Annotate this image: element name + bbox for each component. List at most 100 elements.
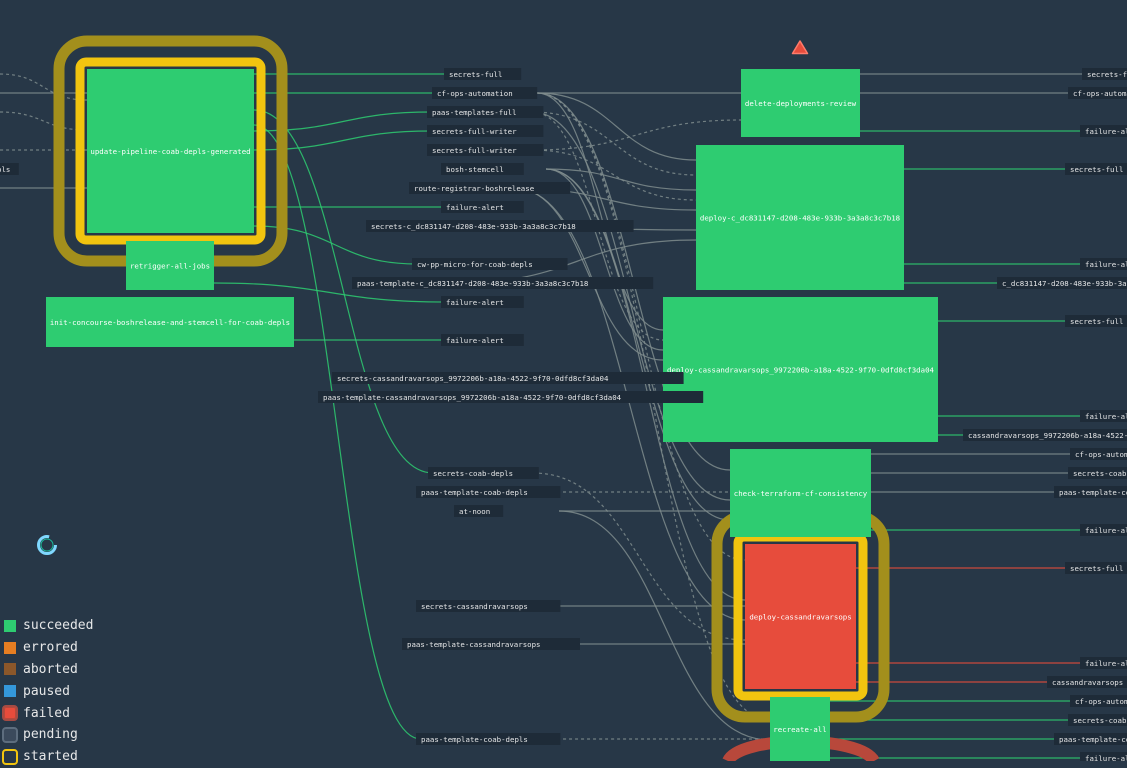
job-box[interactable]	[730, 449, 871, 537]
job-retrigger-all[interactable]: retrigger-all-jobs	[126, 241, 214, 290]
output-resource[interactable]: secrets-full	[1082, 68, 1127, 80]
legend-label: errored	[23, 640, 78, 656]
input-resource[interactable]: secrets-cassandravarsops	[416, 600, 561, 612]
output-resource[interactable]: paas-template-coab-depls	[1054, 486, 1127, 498]
input-resource[interactable]: paas-template-cassandravarsops	[402, 638, 580, 650]
input-resource[interactable]: bosh-stemcell	[441, 163, 524, 175]
resource-bg	[427, 106, 544, 118]
output-resource[interactable]: secrets-coab-depls	[1068, 467, 1127, 479]
resource-label: cf-ops-automation	[1073, 89, 1127, 98]
input-resource[interactable]: secrets-c_dc831147-d208-483e-933b-3a3a8c…	[366, 220, 634, 232]
input-resource[interactable]: secrets-full-writer	[427, 125, 544, 137]
job-deploy-cassandravarsops-id[interactable]: deploy-cassandravarsops_9972206b-a18a-45…	[663, 297, 938, 442]
job-recreate-all[interactable]: recreate-all	[770, 697, 830, 761]
resource-bg	[1070, 695, 1127, 707]
job-box[interactable]	[770, 697, 830, 761]
warning-triangle-icon[interactable]	[791, 40, 809, 55]
output-resource[interactable]: secrets-full	[1065, 562, 1127, 574]
resource-label: failure-alert	[446, 298, 504, 307]
pipeline-inputs: secrets-full cf-ops-automation paas-templa…	[0, 68, 704, 745]
job-label: update-pipeline-coab-depls-generated	[90, 147, 250, 156]
output-resource[interactable]: cf-ops-automation	[1070, 695, 1127, 707]
resource-bg	[1065, 163, 1127, 175]
resource-bg	[1080, 125, 1127, 137]
resource-bg	[427, 125, 544, 137]
job-box[interactable]	[663, 297, 938, 442]
job-label: deploy-cassandravarsops	[749, 613, 851, 622]
resource-bg	[416, 486, 561, 498]
job-box[interactable]	[46, 297, 294, 347]
resource-bg	[1080, 657, 1127, 669]
input-resource[interactable]: at-noon	[454, 505, 504, 517]
output-resource[interactable]: cassandravarsops	[1047, 676, 1127, 688]
legend-swatch	[2, 726, 18, 743]
output-resource[interactable]: secrets-coab-depls	[1068, 714, 1127, 726]
job-box[interactable]	[745, 544, 856, 689]
job-box[interactable]	[696, 145, 904, 290]
input-resource[interactable]: secrets-cassandravarsops_9972206b-a18a-4…	[332, 372, 684, 384]
resource-label: failure-alert	[1085, 526, 1127, 535]
output-resource[interactable]: failure-alert	[1080, 410, 1127, 422]
resource-bg	[454, 505, 504, 517]
output-resource[interactable]: cassandravarsops_9972206b-a18a-4522-9f70…	[963, 429, 1127, 441]
input-resource[interactable]: secrets-full	[444, 68, 522, 80]
job-delete-deployments[interactable]: delete-deployments-review	[741, 69, 860, 137]
output-resource[interactable]: failure-alert	[1080, 657, 1127, 669]
output-resource[interactable]: paas-template-coab-depls	[1054, 733, 1127, 745]
output-resource[interactable]: secrets-full	[1065, 315, 1127, 327]
job-init-concourse[interactable]: init-concourse-boshrelease-and-stemcell-…	[46, 297, 294, 347]
job-box[interactable]	[741, 69, 860, 137]
resource-label: secrets-coab-depls	[1073, 716, 1127, 725]
job-check-terraform[interactable]: check-terraform-cf-consistency	[730, 449, 871, 537]
output-resource[interactable]: cf-ops-automation	[1068, 87, 1127, 99]
output-resource[interactable]: failure-alert	[1080, 752, 1127, 761]
output-resource[interactable]: c_dc831147-d208-483e-933b-3a3a8c3c7b18	[997, 277, 1127, 289]
resource-label: pls	[0, 165, 10, 174]
output-resource[interactable]: failure-alert	[1080, 524, 1127, 536]
legend-swatch	[4, 641, 16, 654]
input-resource[interactable]: route-registrar-boshrelease	[409, 182, 571, 194]
output-resource[interactable]: cf-ops-automation	[1070, 448, 1127, 460]
input-resource[interactable]: secrets-coab-depls	[428, 467, 539, 479]
output-resource[interactable]: failure-alert	[1080, 258, 1127, 270]
output-resource[interactable]: failure-alert	[1080, 125, 1127, 137]
input-resource[interactable]: failure-alert	[441, 334, 524, 346]
resource-bg	[1068, 467, 1127, 479]
input-resource[interactable]: secrets-full-writer	[427, 144, 544, 156]
job-deploy-c[interactable]: deploy-c_dc831147-d208-483e-933b-3a3a8c3…	[696, 145, 904, 290]
input-resource[interactable]: failure-alert	[441, 201, 524, 213]
input-resource[interactable]: paas-templates-full	[427, 106, 544, 118]
resource-bg	[1070, 448, 1127, 460]
input-resource[interactable]: paas-template-coab-depls	[416, 733, 561, 745]
edge-left	[0, 73, 88, 101]
resource-bg	[416, 600, 561, 612]
legend-swatch	[4, 663, 16, 676]
output-resource[interactable]: secrets-full	[1065, 163, 1127, 175]
input-resource[interactable]: cf-ops-automation	[432, 87, 538, 99]
input-resource[interactable]: failure-alert	[441, 296, 524, 308]
input-resource[interactable]: paas-template-coab-depls	[416, 486, 561, 498]
input-resource[interactable]: cw-pp-micro-for-coab-depls	[412, 258, 568, 270]
resource-bg	[441, 201, 524, 213]
edge-success	[213, 282, 447, 303]
resource-bg	[1082, 68, 1127, 80]
pipeline-jobs: update-pipeline-coab-depls-generated retr…	[46, 35, 938, 761]
input-resource[interactable]: paas-template-c_dc831147-d208-483e-933b-…	[352, 277, 654, 289]
resource-label: paas-template-c_dc831147-d208-483e-933b-…	[357, 279, 588, 288]
resource-label: cf-ops-automation	[1075, 697, 1127, 706]
resource-label: paas-template-coab-depls	[1059, 735, 1127, 744]
resource-bg	[366, 220, 634, 232]
resource-bg	[432, 87, 538, 99]
job-deploy-cassandravarsops[interactable]: deploy-cassandravarsops	[745, 544, 856, 689]
resource-bg	[332, 372, 684, 384]
job-update-pipeline[interactable]: update-pipeline-coab-depls-generated	[87, 69, 254, 233]
input-resource[interactable]: paas-template-cassandravarsops_9972206b-…	[318, 391, 704, 403]
legend-item-errored: errored	[4, 637, 93, 659]
input-resource-stub[interactable]: pls	[0, 163, 19, 175]
job-box[interactable]	[87, 69, 254, 233]
job-box[interactable]	[126, 241, 214, 290]
pipeline-outputs: secrets-full cf-ops-automation failure-ale…	[963, 68, 1127, 761]
resource-label: paas-template-cassandravarsops_9972206b-…	[323, 393, 622, 402]
resource-label: secrets-cassandravarsops_9972206b-a18a-4…	[337, 374, 609, 383]
edge-input	[531, 149, 697, 201]
